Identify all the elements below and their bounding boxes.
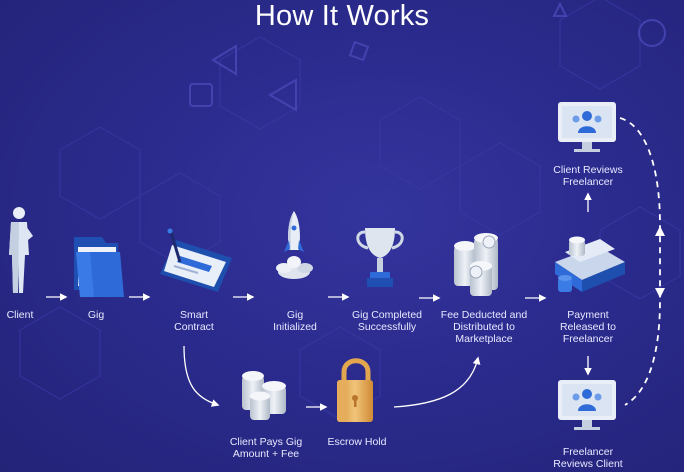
step-label-gig-initialized: Gig Initialized xyxy=(273,309,317,333)
money-pile-icon xyxy=(555,236,625,292)
step-label-payment-released: Payment Released to Freelancer xyxy=(559,309,617,345)
step-label-smart-contract: Smart Contract xyxy=(174,309,214,333)
padlock-icon xyxy=(337,358,373,422)
step-label-client-reviews: Client Reviews Freelancer xyxy=(553,164,623,188)
step-label-gig: Gig xyxy=(87,309,105,321)
tablet-contract-icon xyxy=(160,228,232,292)
folder-icon xyxy=(74,237,124,297)
step-label-client: Client xyxy=(6,309,34,321)
rocket-icon xyxy=(276,211,313,279)
step-label-gig-completed: Gig Completed Successfully xyxy=(351,309,423,333)
coin-stacks-icon xyxy=(454,233,498,296)
trophy-icon xyxy=(356,228,404,287)
review-loop-arrow xyxy=(619,117,661,406)
monitor-users-icon-bottom xyxy=(558,380,616,430)
step-label-escrow-hold: Escrow Hold xyxy=(327,436,387,448)
client-person-icon xyxy=(9,207,33,293)
step-label-client-pays: Client Pays Gig Amount + Fee xyxy=(229,436,303,460)
step-label-fee-deducted: Fee Deducted and Distributed to Marketpl… xyxy=(440,309,528,345)
page-title: How It Works xyxy=(254,0,430,32)
client-pays-coins-icon xyxy=(242,371,286,420)
monitor-users-icon-top xyxy=(558,102,616,152)
step-label-freelancer-reviews: Freelancer Reviews Client xyxy=(553,446,623,470)
flow-arrows xyxy=(46,192,592,411)
